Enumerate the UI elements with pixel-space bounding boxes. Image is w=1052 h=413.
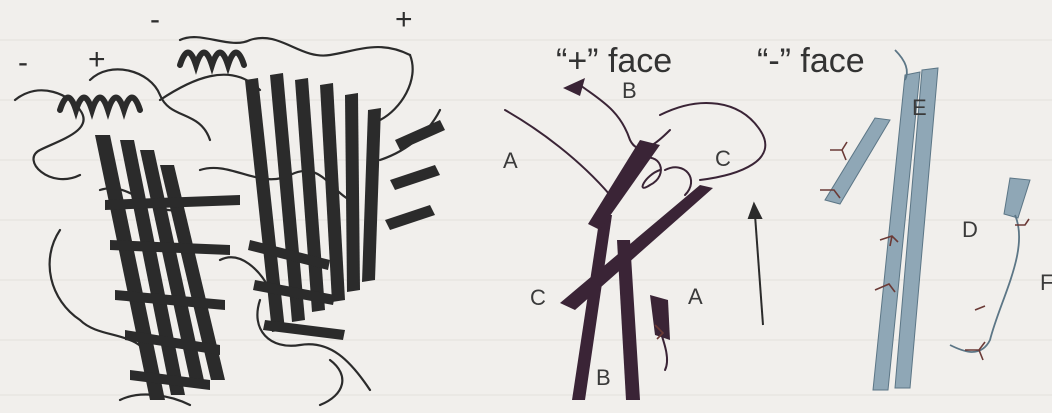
strand-label-f: F xyxy=(1040,272,1052,294)
strand-label-a-lower: A xyxy=(688,286,703,308)
plus-face-label: “+” face xyxy=(556,44,672,78)
charge-sign-minus-top: - xyxy=(150,5,160,35)
strand-label-e: E xyxy=(912,97,927,119)
charge-sign-plus-top: + xyxy=(395,5,413,35)
strand-label-d: D xyxy=(962,219,978,241)
strand-label-a-left: A xyxy=(503,150,518,172)
minus-face-label: “-” face xyxy=(757,44,865,78)
charge-sign-plus-left: + xyxy=(88,45,106,75)
strand-label-b-bottom: B xyxy=(596,367,611,389)
strand-label-b-top: B xyxy=(622,80,637,102)
strand-label-c-lower: C xyxy=(530,287,546,309)
strand-label-c-right: C xyxy=(715,148,731,170)
charge-sign-minus-left: - xyxy=(18,48,28,78)
